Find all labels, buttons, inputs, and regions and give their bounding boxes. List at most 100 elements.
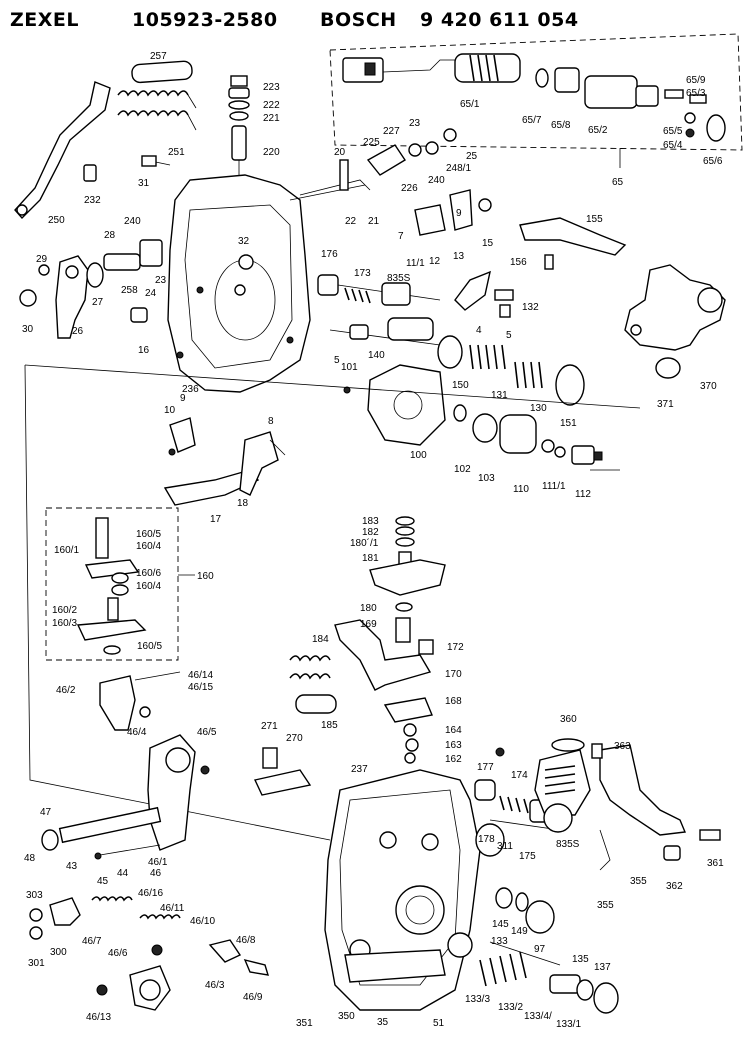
label-160-2: 160/2	[52, 605, 77, 616]
label-65: 65	[612, 177, 624, 188]
label-156: 156	[510, 257, 527, 268]
label-250: 250	[48, 215, 65, 226]
label-15: 15	[482, 238, 494, 249]
label-177: 177	[477, 762, 494, 773]
label-163: 163	[445, 740, 462, 751]
label-4: 4	[476, 325, 482, 336]
label-32: 32	[238, 236, 250, 247]
label-24: 24	[145, 288, 157, 299]
label-182: 182	[362, 527, 379, 538]
label-46-13: 46/13	[86, 1012, 111, 1023]
labels-upper-center: 20 225 227 23 25 248/1 226 240 22 21 7 1…	[334, 118, 603, 269]
right-lower-assembly	[474, 738, 721, 1014]
label-46-8: 46/8	[236, 935, 256, 946]
label-360: 360	[560, 714, 577, 725]
label-16: 16	[138, 345, 150, 356]
label-155: 155	[586, 214, 603, 225]
labels-160: 160/5 160/4 160/1 160/6 160/4 160 160/2 …	[52, 529, 214, 652]
label-835sb: 835S	[556, 839, 580, 850]
label-184: 184	[312, 634, 329, 645]
label-102: 102	[454, 464, 471, 475]
label-97: 97	[534, 944, 546, 955]
label-160-5: 160/5	[136, 529, 161, 540]
labels-right-lower: 177 174 360 363 178 311 175 835S 355 361…	[465, 714, 724, 1030]
perspective-line-1	[24, 364, 641, 409]
label-65-7: 65/7	[522, 115, 542, 126]
label-237: 237	[351, 764, 368, 775]
zexel-number: 105923-2580	[132, 9, 278, 31]
label-9b: 9	[180, 393, 186, 404]
middle-row-parts	[317, 264, 726, 446]
bottom-left-parts	[29, 896, 269, 1011]
label-46-2: 46/2	[56, 685, 76, 696]
solenoid-group-65	[329, 33, 743, 168]
label-150: 150	[452, 380, 469, 391]
upper-governor-housing	[167, 174, 371, 393]
labels-46: 46/14 46/15 46/2 46/4 46/5 47 48 43 45 4…	[24, 670, 217, 927]
label-46-16: 46/16	[138, 888, 163, 899]
group-160-box	[45, 507, 195, 661]
label-22: 22	[345, 216, 357, 227]
label-20: 20	[334, 147, 346, 158]
labels-row3: 10 9 8 17 18 100 102 103 110 111/1 112	[164, 393, 591, 525]
label-8: 8	[268, 416, 274, 427]
label-46-14: 46/14	[188, 670, 213, 681]
label-835s: 835S	[387, 273, 411, 284]
label-355b: 355	[597, 900, 614, 911]
label-257: 257	[150, 51, 167, 62]
label-303: 303	[26, 890, 43, 901]
label-172: 172	[447, 642, 464, 653]
label-240: 240	[124, 216, 141, 227]
label-110: 110	[513, 484, 529, 495]
label-111-1: 111/1	[542, 481, 566, 492]
label-258: 258	[121, 285, 138, 296]
label-23: 23	[155, 275, 167, 286]
label-240b: 240	[428, 175, 445, 186]
bosch-title: BOSCH	[320, 9, 397, 31]
label-132: 132	[522, 302, 539, 313]
label-47: 47	[40, 807, 52, 818]
label-29: 29	[36, 254, 48, 265]
label-180: 180	[360, 603, 377, 614]
label-361: 361	[707, 858, 724, 869]
label-5: 5	[506, 330, 512, 341]
label-181: 181	[362, 553, 379, 564]
brand-title: ZEXEL	[10, 9, 79, 31]
label-44: 44	[117, 868, 129, 879]
label-160-4b: 160/4	[136, 581, 161, 592]
label-232: 232	[84, 195, 101, 206]
label-46: 46	[150, 868, 162, 879]
label-160: 160	[197, 571, 214, 582]
label-130: 130	[530, 403, 547, 414]
label-65-2: 65/2	[588, 125, 608, 136]
label-65-8: 65/8	[551, 120, 571, 131]
label-350: 350	[338, 1011, 355, 1022]
label-51: 51	[433, 1018, 445, 1029]
label-175: 175	[519, 851, 536, 862]
label-133-1: 133/1	[556, 1019, 581, 1030]
label-185: 185	[321, 720, 338, 731]
label-18: 18	[237, 498, 249, 509]
labels-housing-left: 240 28 29 30 27 26 258 24 23 16 236 32	[22, 216, 250, 395]
label-46-6: 46/6	[108, 948, 128, 959]
label-65-6: 65/6	[703, 156, 723, 167]
label-300: 300	[50, 947, 67, 958]
label-220: 220	[263, 147, 280, 158]
label-65-5: 65/5	[663, 126, 683, 137]
label-174: 174	[511, 770, 528, 781]
label-31: 31	[138, 178, 150, 189]
label-160-3: 160/3	[52, 618, 77, 629]
label-131: 131	[491, 390, 508, 401]
label-270: 270	[286, 733, 303, 744]
label-101: 101	[341, 362, 358, 373]
labels-center-lower: 183 182 180´/1 181 180 169 172 170 184 1…	[312, 516, 464, 765]
label-168: 168	[445, 696, 462, 707]
label-35: 35	[377, 1017, 389, 1028]
label-355: 355	[630, 876, 647, 887]
label-5b: 5	[334, 355, 340, 366]
label-103: 103	[478, 473, 495, 484]
linkage-upper-center	[289, 128, 627, 270]
label-133-2: 133/2	[498, 1002, 523, 1013]
label-145: 145	[492, 919, 509, 930]
